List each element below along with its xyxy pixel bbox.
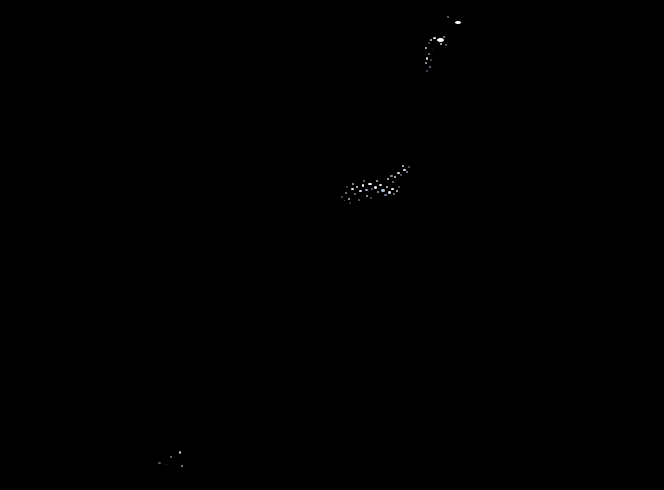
star-point: [396, 190, 398, 192]
star-point: [408, 166, 410, 168]
star-point: [363, 180, 365, 182]
star-point: [387, 178, 389, 180]
star-point: [379, 184, 382, 186]
star-point: [390, 175, 393, 177]
star-point: [386, 186, 388, 188]
star-point: [394, 176, 396, 178]
star-point: [426, 57, 428, 60]
star-point: [400, 174, 402, 176]
star-point: [376, 180, 378, 182]
star-point: [365, 189, 368, 191]
star-point: [429, 66, 431, 68]
star-point: [170, 456, 172, 458]
star-point: [362, 184, 364, 187]
star-point: [374, 186, 377, 189]
star-point: [377, 191, 379, 193]
star-point: [430, 39, 432, 41]
star-point: [341, 196, 343, 198]
star-point: [359, 190, 362, 192]
star-point: [430, 59, 432, 61]
star-point: [406, 171, 408, 173]
star-point: [428, 53, 430, 55]
star-point: [166, 464, 167, 465]
star-point: [403, 169, 406, 171]
star-point: [447, 16, 449, 18]
star-point: [388, 191, 391, 194]
star-point: [344, 200, 345, 201]
star-point: [356, 186, 358, 188]
star-point: [391, 188, 394, 190]
star-point: [366, 195, 368, 197]
star-point: [370, 197, 372, 199]
star-point: [432, 49, 433, 50]
star-point: [437, 38, 444, 42]
star-point: [402, 165, 404, 167]
star-point: [445, 44, 447, 46]
star-point: [428, 42, 430, 44]
star-point: [398, 186, 400, 188]
star-point: [368, 183, 372, 185]
star-point: [381, 189, 385, 192]
star-point: [358, 199, 360, 201]
star-point: [346, 186, 348, 188]
star-point: [179, 451, 181, 454]
star-point: [349, 202, 351, 204]
star-point: [393, 193, 395, 195]
star-point: [425, 62, 427, 64]
star-point: [351, 188, 354, 190]
star-point: [425, 47, 427, 49]
star-point: [345, 192, 347, 194]
star-point: [158, 462, 161, 464]
star-point: [440, 43, 442, 45]
star-point: [354, 193, 356, 195]
star-point: [352, 183, 354, 185]
star-point: [426, 70, 428, 72]
star-point: [181, 465, 183, 467]
star-point: [392, 181, 394, 183]
star-point: [384, 194, 387, 196]
star-point: [397, 172, 400, 174]
star-point: [433, 37, 436, 39]
star-point: [348, 198, 350, 200]
star-point: [443, 36, 445, 38]
star-point: [371, 188, 373, 190]
star-point: [455, 21, 461, 24]
